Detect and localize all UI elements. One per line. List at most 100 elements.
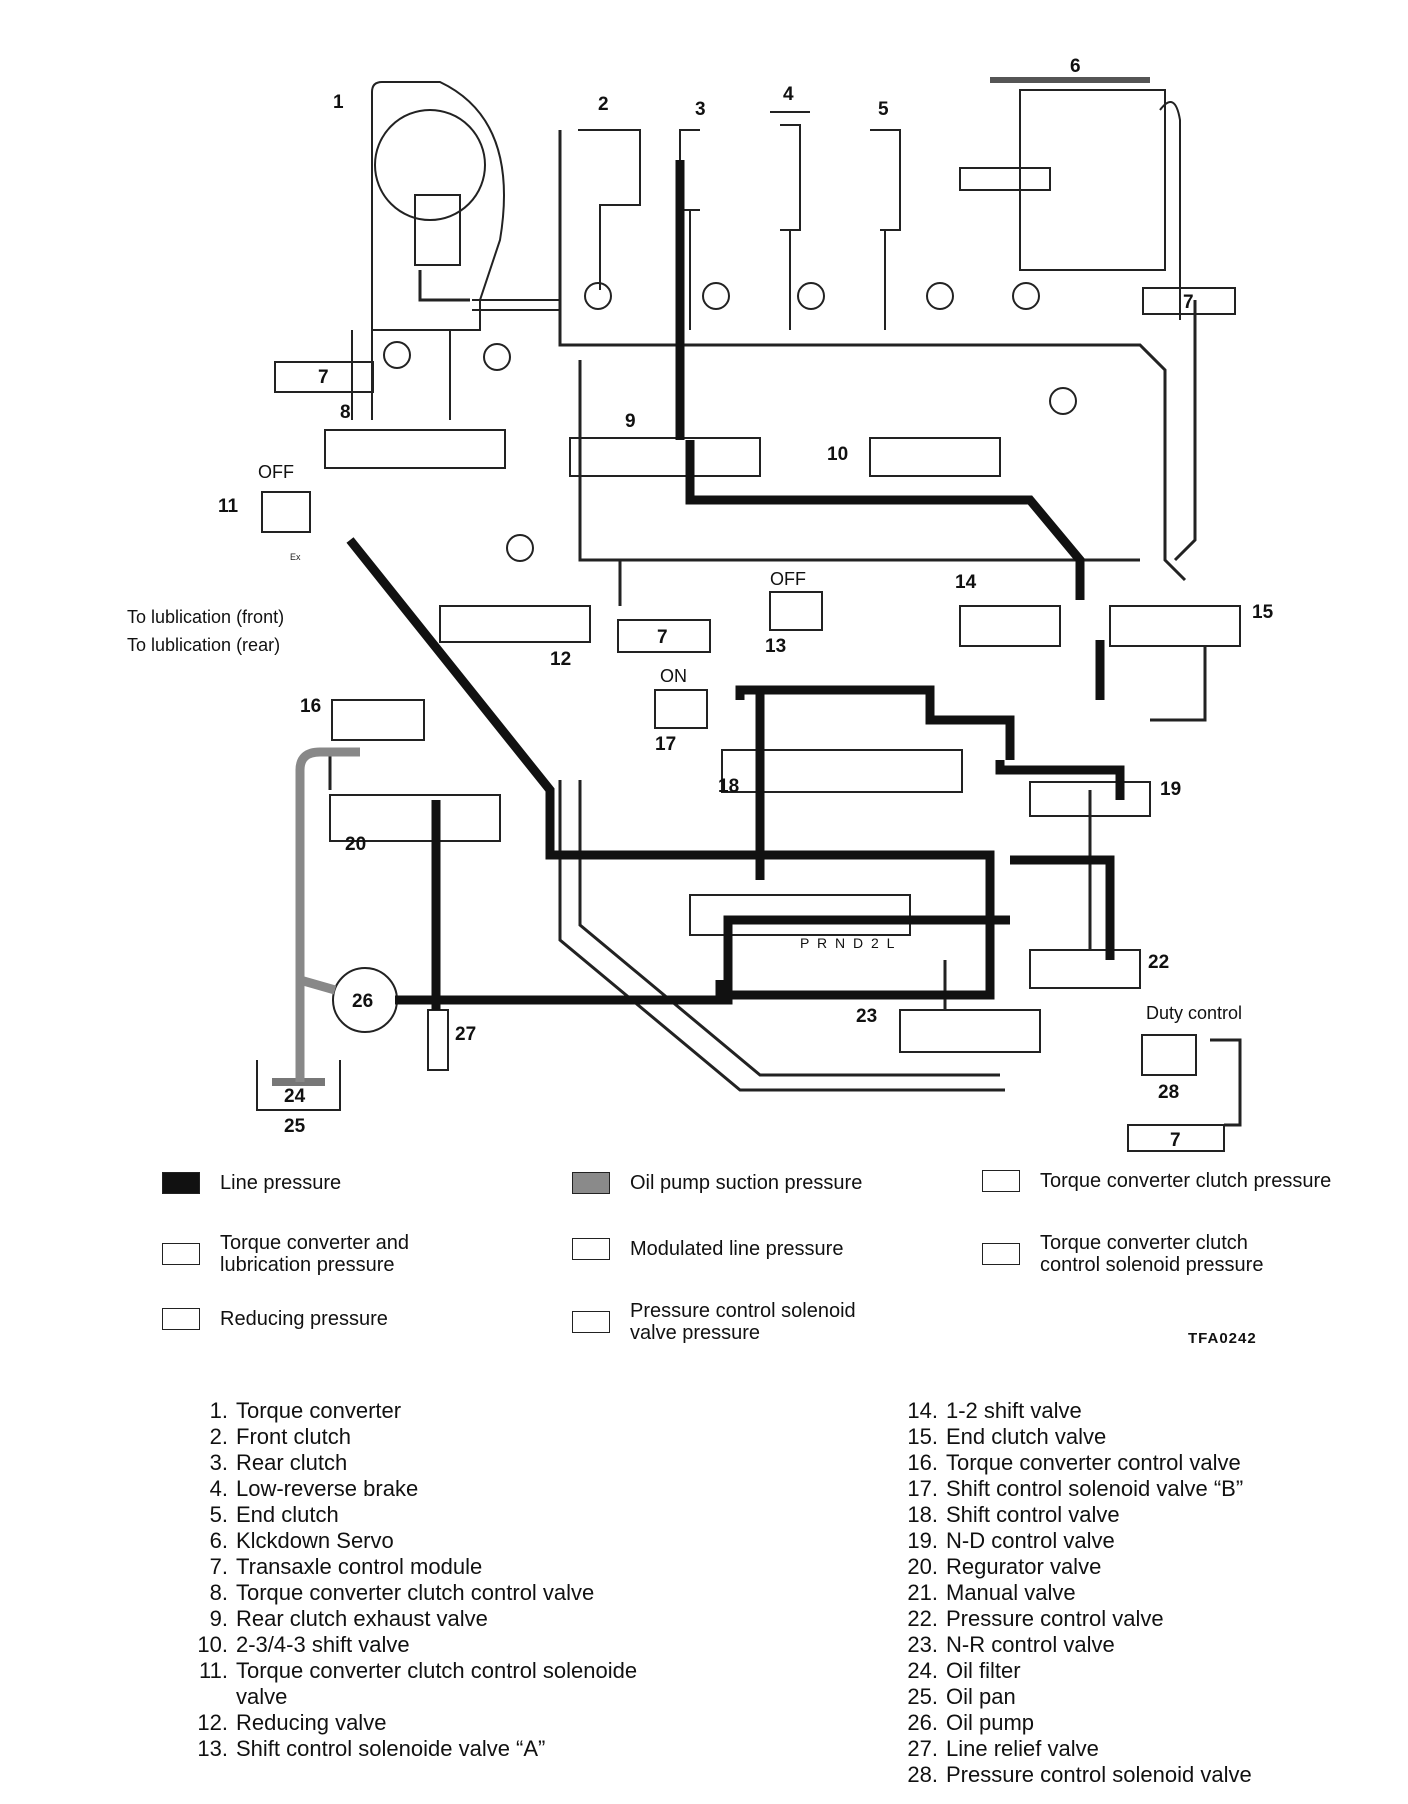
part-number: 16. [907,1450,938,1475]
part-name: Regurator valve [946,1554,1102,1579]
num-22: 22 [1148,952,1169,973]
part-number: 4. [209,1476,228,1501]
line-relief-valve-shape [427,1009,449,1071]
part-item: 13.Shift control solenoide valve “A” [190,1736,676,1762]
part-item: 8. Torque converter clutch control valve [190,1580,676,1606]
solenoid-28-body [1141,1034,1197,1076]
valve-20-body [329,794,501,842]
part-name: Transaxle control module [236,1554,483,1579]
part-item: 11. Torque converter clutch control solen… [190,1658,676,1710]
solenoid-13-state: OFF [770,569,806,589]
num-12: 12 [550,649,571,670]
torque-converter-impeller [374,109,486,221]
solenoid-17-body [654,689,708,729]
part-item: 26.Oil pump [900,1710,1252,1736]
part-item: 7.Transaxle control module [190,1554,676,1580]
num-6: 6 [1070,56,1081,77]
legend-item-suction: Oil pump suction pressure [572,1172,862,1194]
num-8: 8 [340,402,351,423]
legend-label: Reducing pressure [220,1308,388,1330]
num-27: 27 [455,1024,476,1045]
solenoid-13-body [769,591,823,631]
part-name: Shift control solenoide valve “A” [236,1736,546,1761]
valve-22-body [1029,949,1141,989]
suction-circuit [295,747,360,1082]
part-name: Torque converter clutch control solenoid… [236,1658,638,1709]
num-28: 28 [1158,1082,1179,1103]
part-name: Oil pump [946,1710,1035,1735]
part-item: 21. Manual valve [900,1580,1252,1606]
part-name: Low-reverse brake [236,1476,419,1501]
num-2: 2 [598,94,609,115]
part-number: 12. [197,1710,228,1735]
part-item: 15.End clutch valve [900,1424,1252,1450]
tcm-box-d [1127,1124,1225,1152]
part-name: Pressure control valve [946,1606,1164,1631]
low-reverse-brake-shape [770,111,810,330]
part-name: Front clutch [236,1424,351,1449]
num-25: 25 [284,1116,306,1137]
part-number: 8. [209,1580,228,1605]
component-numbers: 1 2 3 4 5 6 7 8 9 10 11 12 13 14 15 16 1… [218,56,1274,1151]
legend-swatch [572,1311,610,1333]
part-name: Manual valve [946,1580,1076,1605]
figure-code: TFA0242 [1188,1330,1257,1347]
valve-10-body [869,437,1001,477]
part-item: 19.N-D control valve [900,1528,1252,1554]
legend-label: Torque converter and lubrication pressur… [220,1232,410,1276]
legend-item-lub: Torque converter and lubrication pressur… [162,1232,470,1276]
num-19: 19 [1160,779,1181,800]
legend-label: Modulated line pressure [630,1238,844,1260]
part-number: 10. [197,1632,228,1657]
part-name: Klckdown Servo [236,1528,394,1553]
part-number: 21. [907,1580,938,1605]
part-item: 23. N-R control valve [900,1632,1252,1658]
valve-21-body [689,894,911,936]
part-name: 2-3/4-3 shift valve [236,1632,410,1657]
part-number: 18. [907,1502,938,1527]
part-name: End clutch valve [946,1424,1107,1449]
legend-item-modulated: Modulated line pressure [572,1238,843,1260]
tcm-box-a [1142,287,1236,315]
num-4: 4 [783,84,794,105]
legend-swatch [982,1243,1020,1265]
part-number: 20. [907,1554,938,1579]
num-9: 9 [625,411,636,432]
kickdown-servo-shape [1019,89,1166,271]
lub-rear-label: To lublication (rear) [127,635,280,655]
legend-label: Oil pump suction pressure [630,1172,863,1194]
part-item: 25.Oil pan [900,1684,1252,1710]
part-number: 11. [199,1658,228,1683]
legend-swatch [162,1308,200,1330]
part-name: Line relief valve [946,1736,1099,1761]
tcm-label-d: 7 [1170,1130,1181,1151]
part-name: N-R control valve [946,1632,1115,1657]
part-number: 1. [209,1398,228,1423]
part-item: 4. Low-reverse brake [190,1476,676,1502]
part-item: 1.Torque converter [190,1398,676,1424]
part-number: 19. [907,1528,938,1553]
part-item: 2.Front clutch [190,1424,676,1450]
part-number: 23. [907,1632,938,1657]
num-5: 5 [878,99,889,120]
part-number: 9. [209,1606,228,1631]
end-clutch-shape [870,129,901,330]
part-number: 5. [209,1502,228,1527]
valve-23-body [899,1009,1041,1053]
part-name: Torque converter control valve [946,1450,1241,1475]
part-name: Pressure control solenoid valve [946,1762,1252,1787]
solenoid-11-state: OFF [258,462,294,482]
tcm-box-c [617,619,711,653]
tcm-box-b [274,361,374,393]
num-24: 24 [284,1086,306,1107]
part-name: Torque converter clutch control valve [236,1580,595,1605]
part-number: 22. [907,1606,938,1631]
num-20: 20 [345,834,366,855]
part-item: 18.Shift control valve [900,1502,1252,1528]
valve-8-body [324,429,506,469]
valve-16-body [331,699,425,741]
part-item: 27.Line relief valve [900,1736,1252,1762]
legend-swatch [572,1172,610,1194]
